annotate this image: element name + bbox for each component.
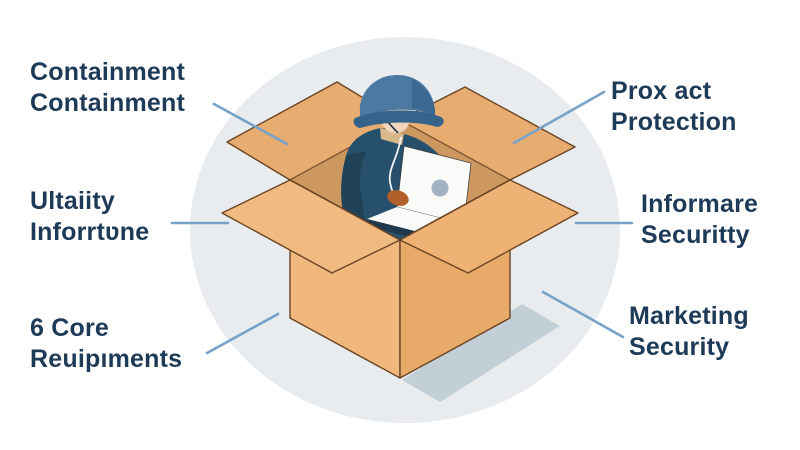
box-back-rim-right [399,119,511,181]
label-line: Informare [641,190,759,218]
box-flap-front-right [399,179,579,274]
hard-hat-brim [353,110,444,128]
label-utility-information: Ultaiity Inforrtʋne [30,186,149,248]
box-flap-front-left [221,179,401,274]
label-marketing-security: Marketing Security [629,301,749,363]
label-line: Security [629,333,730,361]
label-line: Prox act [611,77,712,105]
connector-line-core-requirements [205,312,280,355]
label-core-requirements: 6 Core Reuipıments [30,313,182,375]
label-line: Protection [611,108,737,136]
label-line: Ultaiity [30,187,115,215]
worker-glove [387,190,409,206]
label-line: Containment [30,58,185,86]
label-line: Reuipıments [30,345,183,373]
connector-line-containment [212,102,289,146]
label-information-security: Informare Securitty [641,189,758,251]
label-line: 6 Core [30,314,110,342]
connector-line-marketing-security [541,290,625,339]
box-shadow-shape [402,304,560,402]
label-proactive-protection: Prox act Protection [611,76,737,138]
worker-collar [380,128,404,145]
connector-line-protection [512,90,606,145]
label-line: Inforrtʋne [30,218,150,246]
label-line: Marketing [629,302,749,330]
label-containment: Containment Containment [30,57,185,119]
hard-hat-panel [412,79,435,116]
label-line: Securitty [641,221,750,249]
label-line: Containment [30,89,185,117]
laptop-logo [431,179,449,197]
